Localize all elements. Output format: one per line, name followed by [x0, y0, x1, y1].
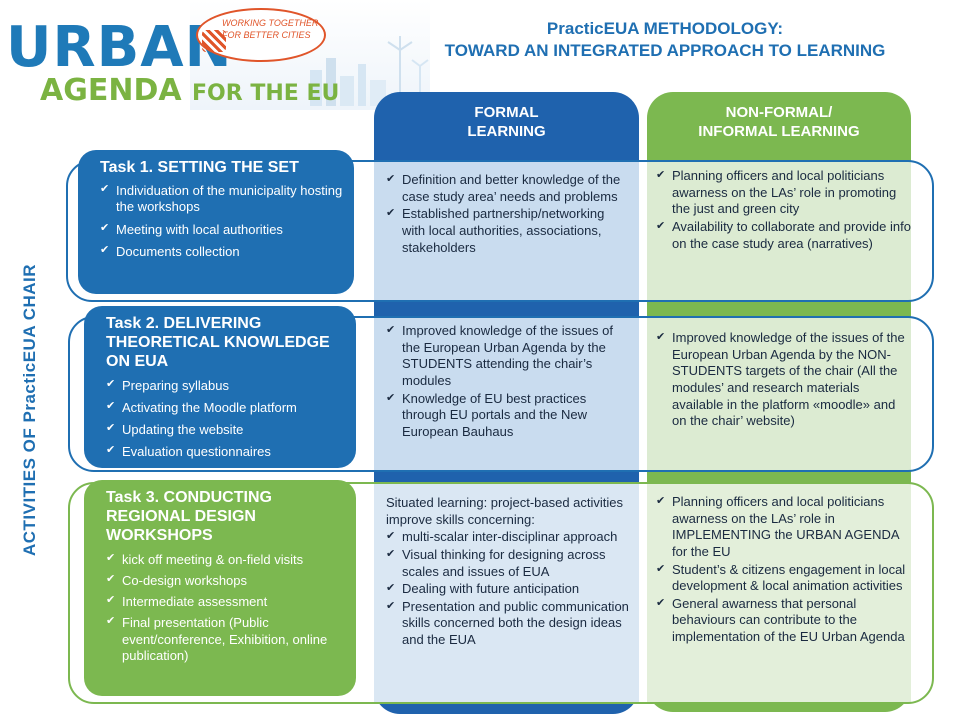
- task-item: Intermediate assessment: [106, 594, 346, 610]
- nonformal-item: Planning officers and local politicians …: [656, 494, 912, 561]
- nonformal-cell-2-text: Improved knowledge of the issues of the …: [656, 330, 912, 431]
- task-item: Activating the Moodle platform: [106, 400, 346, 416]
- logo-agenda-word: AGENDA: [40, 73, 182, 108]
- column-formal-header: FORMAL LEARNING: [374, 104, 639, 142]
- task-title: Task 2. DELIVERING THEORETICAL KNOWLEDGE…: [106, 315, 330, 371]
- task-item: Updating the website: [106, 422, 346, 438]
- logo-badge: [196, 8, 326, 62]
- task-item: Co-design workshops: [106, 573, 346, 589]
- task-box-1: Task 1. SETTING THE SET Individuation of…: [78, 150, 354, 294]
- task-item: Evaluation questionnaires: [106, 444, 346, 460]
- nonformal-item: Improved knowledge of the issues of the …: [656, 330, 912, 430]
- nonformal-item: General awarness that personal behaviour…: [656, 596, 912, 646]
- task-item: kick off meeting & on-field visits: [106, 552, 346, 568]
- column-nonformal-header-line-1: NON-FORMAL/: [725, 104, 833, 121]
- logo-agenda-text: AGENDA FOR THE EU: [40, 76, 339, 106]
- formal-item: Improved knowledge of the issues of the …: [386, 323, 630, 390]
- page-title: PracticEUA METHODOLOGY: TOWARD AN INTEGR…: [410, 18, 920, 62]
- formal-cell-1-text: Definition and better knowledge of the c…: [386, 172, 630, 257]
- column-formal-header-line-2: LEARNING: [467, 122, 546, 140]
- task-item: Preparing syllabus: [106, 378, 346, 394]
- formal-cell-intro: Situated learning: project-based activit…: [386, 495, 624, 527]
- nonformal-item: Student’s & citizens engagement in local…: [656, 562, 912, 595]
- task-box-3: Task 3. CONDUCTING REGIONAL DESIGN WORKS…: [84, 480, 356, 696]
- column-nonformal-header: NON-FORMAL/ INFORMAL LEARNING: [647, 104, 911, 142]
- formal-item: multi-scalar inter-disciplinar approach: [386, 529, 636, 546]
- task-title: Task 1. SETTING THE SET: [100, 159, 299, 176]
- formal-item: Dealing with future anticipation: [386, 581, 636, 598]
- task-item: Final presentation (Public event/confere…: [106, 615, 346, 664]
- formal-item: Knowledge of EU best practices through E…: [386, 391, 630, 441]
- formal-cell-3-text: Situated learning: project-based activit…: [386, 495, 636, 650]
- formal-item: Definition and better knowledge of the c…: [386, 172, 630, 205]
- nonformal-cell-1-text: Planning officers and local politicians …: [656, 168, 912, 253]
- column-nonformal-header-line-2: INFORMAL LEARNING: [698, 122, 860, 140]
- logo-for-the-eu: FOR THE EU: [192, 81, 340, 106]
- title-line-1: PracticEUA METHODOLOGY:: [546, 19, 784, 38]
- column-formal-header-line-1: FORMAL: [474, 104, 539, 121]
- row-task-1: [66, 160, 934, 302]
- logo-urban-text: URBAN: [6, 15, 233, 80]
- nonformal-item: Planning officers and local politicians …: [656, 168, 912, 218]
- row-task-2: [68, 316, 934, 472]
- row-task-3: [68, 482, 934, 704]
- task-box-2: Task 2. DELIVERING THEORETICAL KNOWLEDGE…: [84, 306, 356, 468]
- nonformal-item: Availability to collaborate and provide …: [656, 219, 912, 252]
- logo-badge-text: WORKING TOGETHER FOR BETTER CITIES: [222, 18, 319, 40]
- task-item: Documents collection: [100, 244, 344, 260]
- task-list: Preparing syllabus Activating the Moodle…: [106, 378, 346, 461]
- task-list: kick off meeting & on-field visits Co-de…: [106, 552, 346, 665]
- formal-item: Visual thinking for designing across sca…: [386, 547, 636, 580]
- formal-item: Established partnership/networking with …: [386, 206, 630, 256]
- side-label: ACTIVITIES OF PracticEUA CHAIR: [20, 263, 39, 557]
- task-list: Individuation of the municipality hostin…: [100, 183, 344, 260]
- task-title: Task 3. CONDUCTING REGIONAL DESIGN WORKS…: [106, 489, 272, 545]
- task-item: Meeting with local authorities: [100, 222, 344, 238]
- formal-cell-2-text: Improved knowledge of the issues of the …: [386, 323, 630, 441]
- nonformal-cell-3-text: Planning officers and local politicians …: [656, 494, 912, 647]
- formal-item: Presentation and public communication sk…: [386, 599, 636, 649]
- task-item: Individuation of the municipality hostin…: [100, 183, 344, 216]
- title-line-2: TOWARD AN INTEGRATED APPROACH TO LEARNIN…: [444, 41, 886, 61]
- logo-stripes-icon: [202, 30, 226, 52]
